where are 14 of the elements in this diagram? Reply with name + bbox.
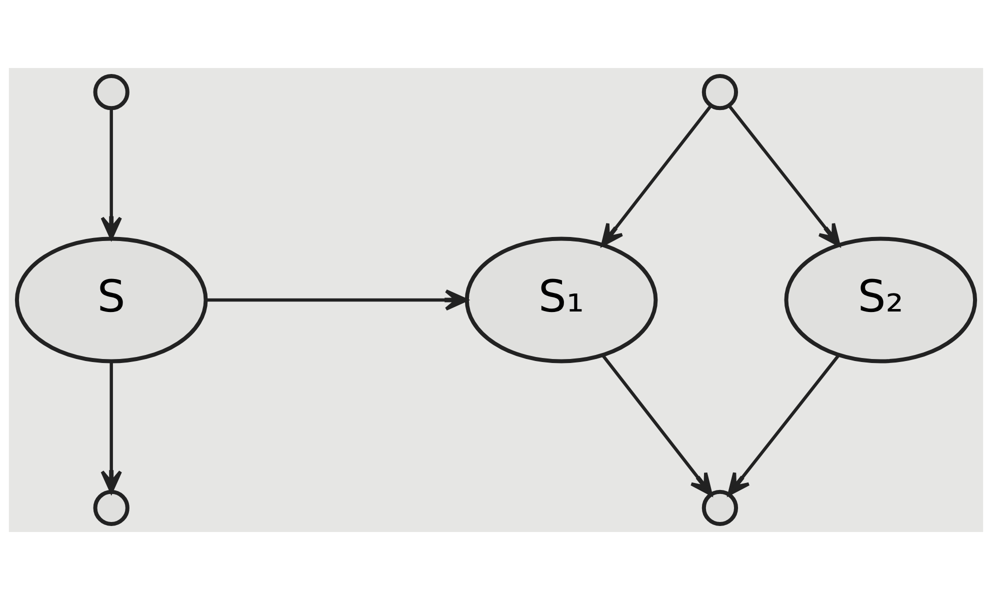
node-ellipse: S₂ [784, 236, 978, 363]
node-ellipse: S [14, 236, 208, 363]
arrow [601, 104, 712, 246]
node-circle [93, 489, 130, 526]
arrow [100, 108, 122, 240]
node-circle [93, 74, 130, 110]
node-circle [702, 74, 738, 110]
node-circle [702, 489, 738, 526]
arrow [728, 104, 840, 246]
arrow [602, 354, 712, 496]
node-ellipse: S₁ [464, 236, 658, 363]
arrow [206, 288, 468, 310]
arrow [728, 354, 840, 496]
arrow [100, 361, 122, 493]
